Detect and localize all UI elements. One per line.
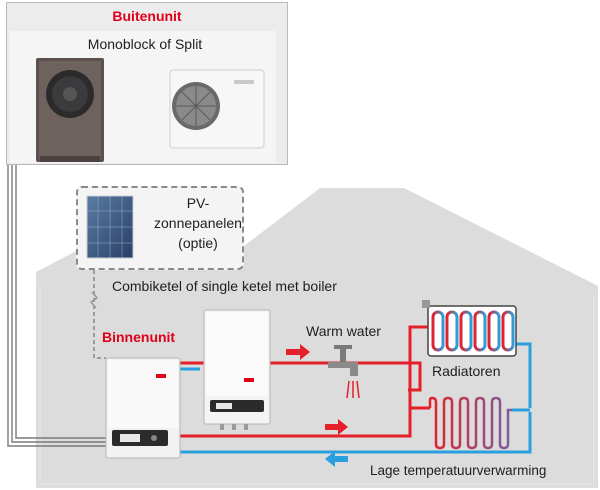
return-arrow-icon xyxy=(325,451,348,467)
combi-boiler-icon xyxy=(203,309,271,430)
faucet-icon xyxy=(328,345,360,399)
warm-water-arrow-icon xyxy=(286,344,310,360)
low-temp-heating-label: Lage temperatuurverwarming xyxy=(370,463,547,478)
lightning-icon xyxy=(89,291,99,309)
heating-circuit-pipes xyxy=(180,325,532,454)
indoor-unit-title: Binnenunit xyxy=(102,329,176,345)
floor-heating-coil-icon xyxy=(428,396,512,450)
pv-label-line3: (optie) xyxy=(178,235,218,251)
flow-arrows xyxy=(286,344,348,467)
split-unit-icon xyxy=(169,69,265,149)
warm-water-label: Warm water xyxy=(306,323,381,339)
warm-water-pipe xyxy=(180,361,422,392)
indoor-unit-icon xyxy=(105,357,181,459)
pv-label-line1: PV- xyxy=(186,195,210,211)
outdoor-cables xyxy=(7,165,108,447)
supply-arrow-icon xyxy=(325,419,348,435)
pv-label: PV- zonnepanelen (optie) xyxy=(150,193,246,253)
radiators-label: Radiatoren xyxy=(432,363,501,379)
house-inner-edge xyxy=(39,284,595,485)
solar-panel-icon xyxy=(86,195,134,259)
combi-boiler-label: Combiketel of single ketel met boiler xyxy=(112,278,337,294)
monoblock-unit-icon xyxy=(36,58,104,162)
radiator-icon xyxy=(422,300,517,357)
pv-label-line2: zonnepanelen xyxy=(154,215,242,231)
outdoor-unit-title: Buitenunit xyxy=(112,8,182,24)
outdoor-unit-subtitle: Monoblock of Split xyxy=(87,36,203,52)
